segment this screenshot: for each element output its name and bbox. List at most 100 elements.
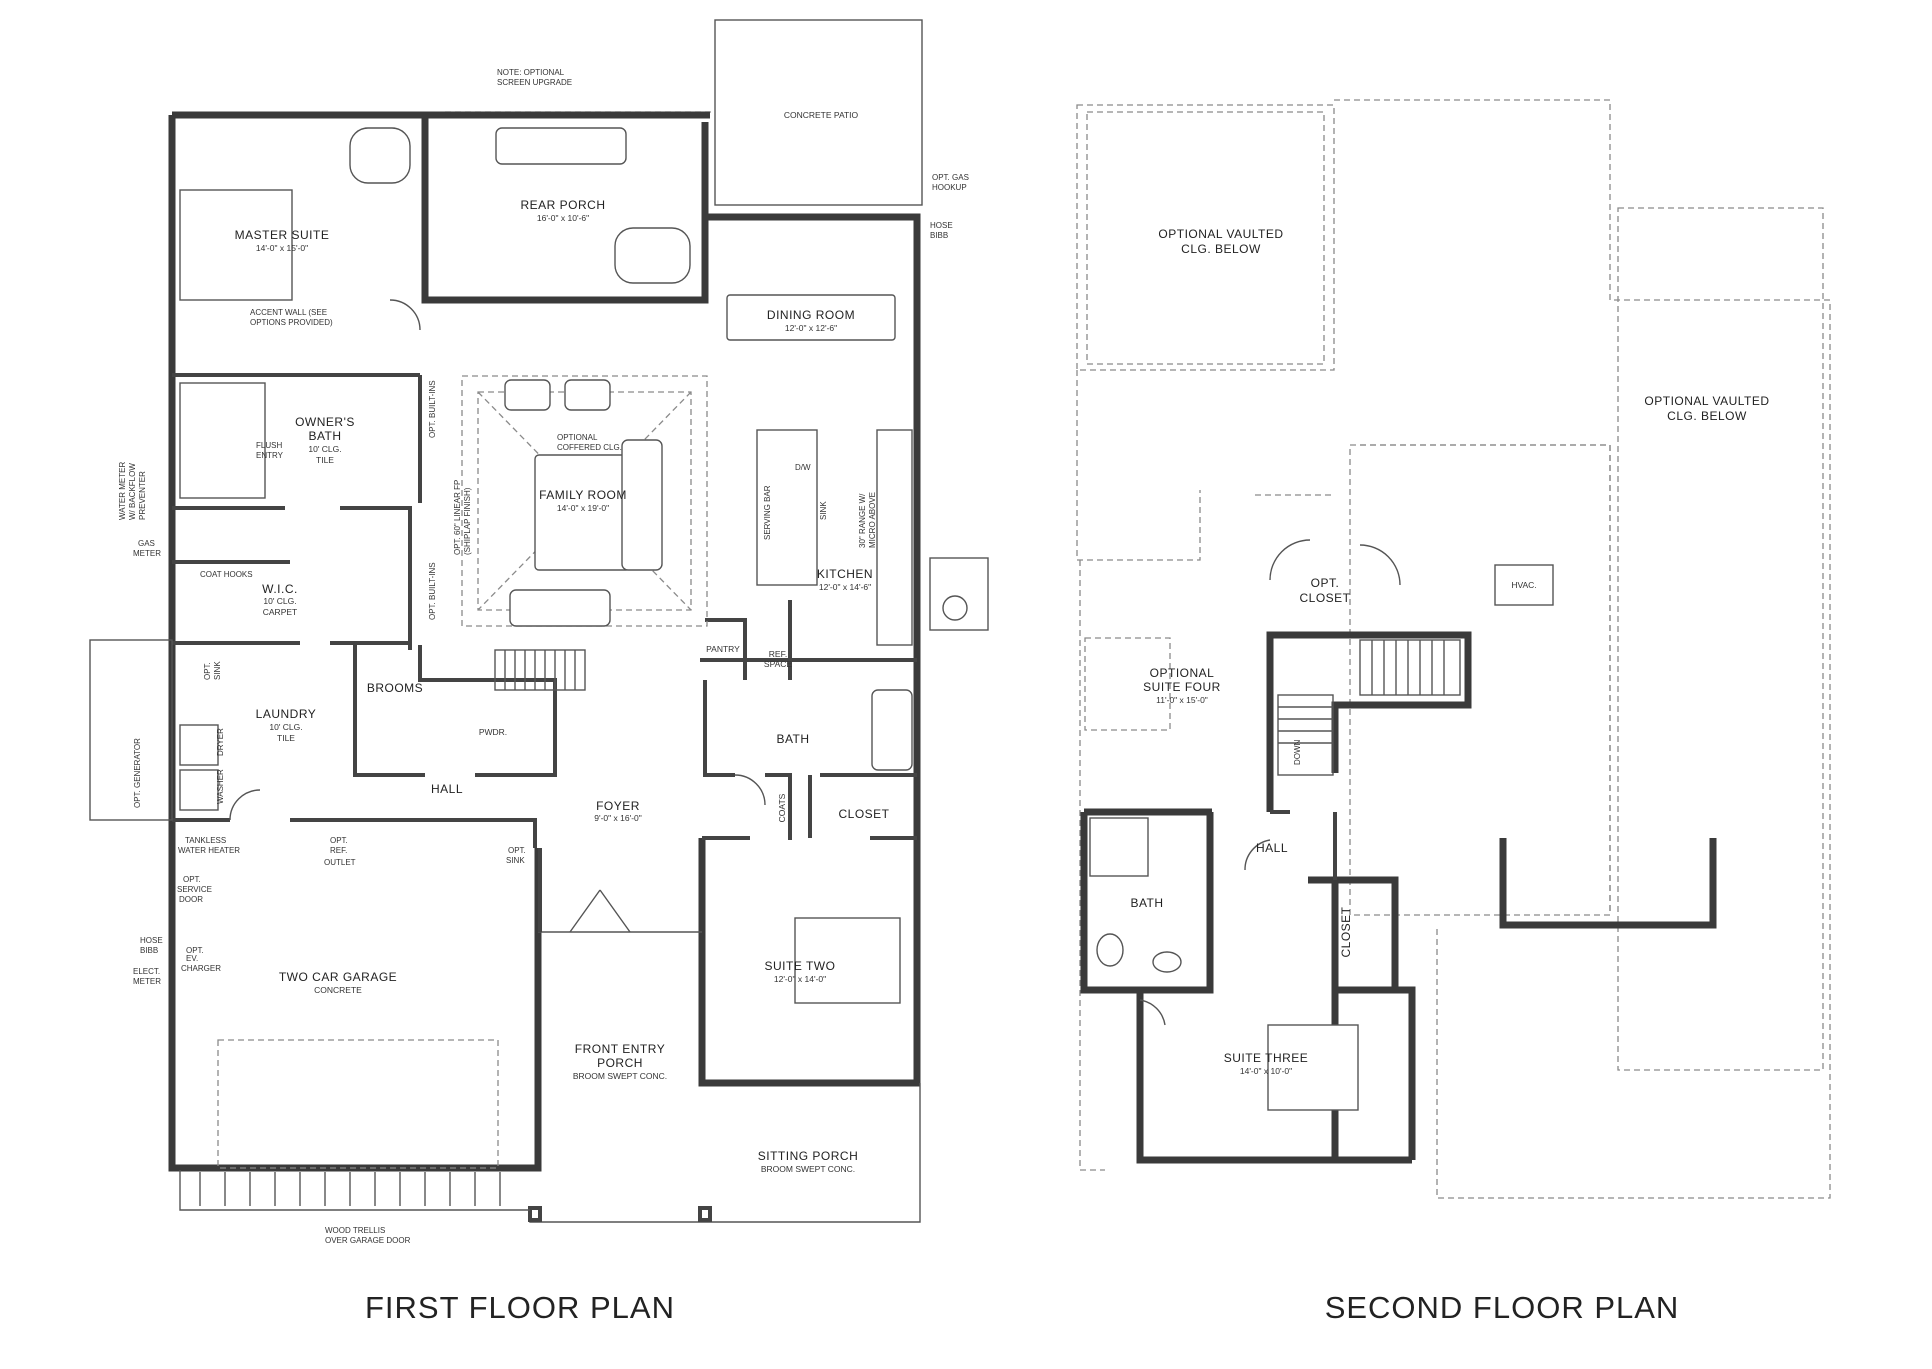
vaulted-left-label-2: CLG. BELOW	[1181, 242, 1261, 256]
wall	[705, 600, 792, 680]
note-service-2: SERVICE	[177, 885, 212, 894]
note-accent-1: ACCENT WALL (SEE	[250, 308, 327, 317]
note-tankless-2: WATER HEATER	[178, 846, 240, 855]
stairs-icon	[494, 649, 586, 691]
closet-label: CLOSET	[1339, 906, 1353, 957]
roof-line	[1076, 370, 1334, 561]
dw-label: D/W	[795, 463, 811, 472]
note-range-1: 30" RANGE W/	[858, 493, 867, 548]
sink-icon	[1152, 951, 1182, 973]
wic-carpet: CARPET	[263, 607, 297, 617]
pwdr-label: PWDR.	[479, 727, 507, 737]
bath-label: BATH	[1130, 896, 1163, 910]
suite-three-dim: 14'-0" x 10'-0"	[1240, 1066, 1292, 1076]
note-flush: FLUSH	[256, 441, 282, 450]
note-bibb: BIBB	[930, 231, 948, 240]
note-optsink-garage-1: OPT.	[508, 846, 526, 855]
foyer-label: FOYER	[596, 799, 640, 813]
door-swing	[1269, 539, 1401, 586]
bath-label: BATH	[776, 732, 809, 746]
note-fp-1: OPT. 60" LINEAR FP	[453, 480, 462, 555]
coffered-ceiling-inner	[477, 391, 692, 611]
note-service-1: OPT.	[183, 875, 201, 884]
wic-label: W.I.C.	[262, 582, 298, 596]
roof-outline-right	[1334, 99, 1831, 1199]
note-gas-1: OPT. GAS	[932, 173, 969, 182]
note-screen-1: NOTE: OPTIONAL	[497, 68, 565, 77]
suite-two-walls	[698, 678, 921, 1087]
note-service-3: DOOR	[179, 895, 203, 904]
suite-four-outline	[1084, 637, 1171, 731]
pantry-label: PANTRY	[706, 644, 740, 654]
suite-four-label-2: SUITE FOUR	[1143, 680, 1221, 694]
kitchen-dim: 12'-0" x 14'-6"	[819, 582, 871, 592]
vault-outline-right	[1617, 207, 1824, 1071]
family-room-dim: 14'-0" x 19'-0"	[557, 503, 609, 513]
kitchen-island-icon	[756, 429, 818, 586]
suite-four-dim: 11'-0" x 15'-0"	[1156, 695, 1208, 705]
vault-outline-left-inner	[1086, 111, 1325, 365]
note-elect-1: ELECT.	[133, 967, 160, 976]
note-trellis-1: WOOD TRELLIS	[325, 1226, 385, 1235]
note-water-3: PREVENTER	[138, 471, 147, 520]
dryer-icon	[179, 724, 219, 766]
hall-wall	[1270, 810, 1337, 880]
down-label: DOWN	[1293, 739, 1302, 765]
note-ev-2: EV.	[186, 954, 198, 963]
kitchen-counter-icon	[876, 429, 913, 646]
note-hose-2: HOSE	[140, 936, 163, 945]
family-room-label: FAMILY ROOM	[539, 488, 627, 502]
toilet-icon	[1096, 933, 1124, 967]
chair-icon	[504, 379, 551, 411]
note-gas-2: HOOKUP	[932, 183, 967, 192]
concrete-patio-label: CONCRETE PATIO	[784, 110, 859, 120]
sofa-icon	[495, 127, 627, 165]
hall-label: HALL	[431, 782, 463, 796]
front-porch-label-1: FRONT ENTRY	[575, 1042, 665, 1056]
note-gas-meter-1: GAS	[138, 539, 155, 548]
note-entry: ENTRY	[256, 451, 284, 460]
sitting-porch-edge	[529, 1083, 921, 1223]
shower-icon	[1089, 817, 1149, 877]
fireplace-icon	[942, 595, 968, 621]
note-screen-2: SCREEN UPGRADE	[497, 78, 572, 87]
opt-closet-label-2: CLOSET	[1299, 591, 1350, 605]
owners-bath-clg: 10' CLG.	[308, 444, 341, 454]
note-fp-2: (SHIPLAP FINISH)	[463, 487, 472, 555]
porch-post	[698, 1206, 712, 1222]
first-floor-title: FIRST FLOOR PLAN	[365, 1290, 675, 1325]
washer-icon	[179, 769, 219, 811]
note-water-2: W/ BACKFLOW	[128, 463, 137, 520]
note-gas-meter-2: METER	[133, 549, 161, 558]
second-floor-plan: OPTIONAL VAULTED CLG. BELOW OPTIONAL VAU…	[1076, 99, 1831, 1199]
laundry-tile: TILE	[277, 733, 295, 743]
wic-clg: 10' CLG.	[263, 596, 296, 606]
suite-three-wall	[1331, 880, 1416, 1160]
laundry-clg: 10' CLG.	[269, 722, 302, 732]
hvac-label: HVAC.	[1511, 580, 1536, 590]
kitchen-label: KITCHEN	[817, 567, 873, 581]
suite-two-label: SUITE TWO	[765, 959, 836, 973]
garage-door-outline	[217, 1039, 499, 1169]
dining-room-dim: 12'-0" x 12'-6"	[785, 323, 837, 333]
coats-label: COATS	[777, 793, 787, 822]
armchair-icon	[349, 127, 411, 184]
owners-bath-tile: TILE	[316, 455, 334, 465]
trellis-slats	[199, 1172, 501, 1206]
wall	[172, 818, 537, 848]
door-swing	[389, 299, 421, 331]
bath-wall	[1140, 812, 1214, 994]
note-trellis-2: OVER GARAGE DOOR	[325, 1236, 411, 1245]
dryer-label: DRYER	[216, 728, 225, 756]
hvac-box	[1494, 564, 1554, 606]
trellis-outline	[179, 1170, 530, 1211]
note-optsink-garage-2: SINK	[506, 856, 525, 865]
master-suite-dim: 14'-0" x 15'-0"	[256, 243, 308, 253]
suite-two-dim: 12'-0" x 14'-0"	[774, 974, 826, 984]
roof-line	[1079, 560, 1105, 1171]
note-bibb-2: BIBB	[140, 946, 158, 955]
bathtub-icon	[871, 689, 913, 771]
vaulted-right-label-2: CLG. BELOW	[1667, 409, 1747, 423]
second-floor-title: SECOND FLOOR PLAN	[1325, 1290, 1680, 1325]
